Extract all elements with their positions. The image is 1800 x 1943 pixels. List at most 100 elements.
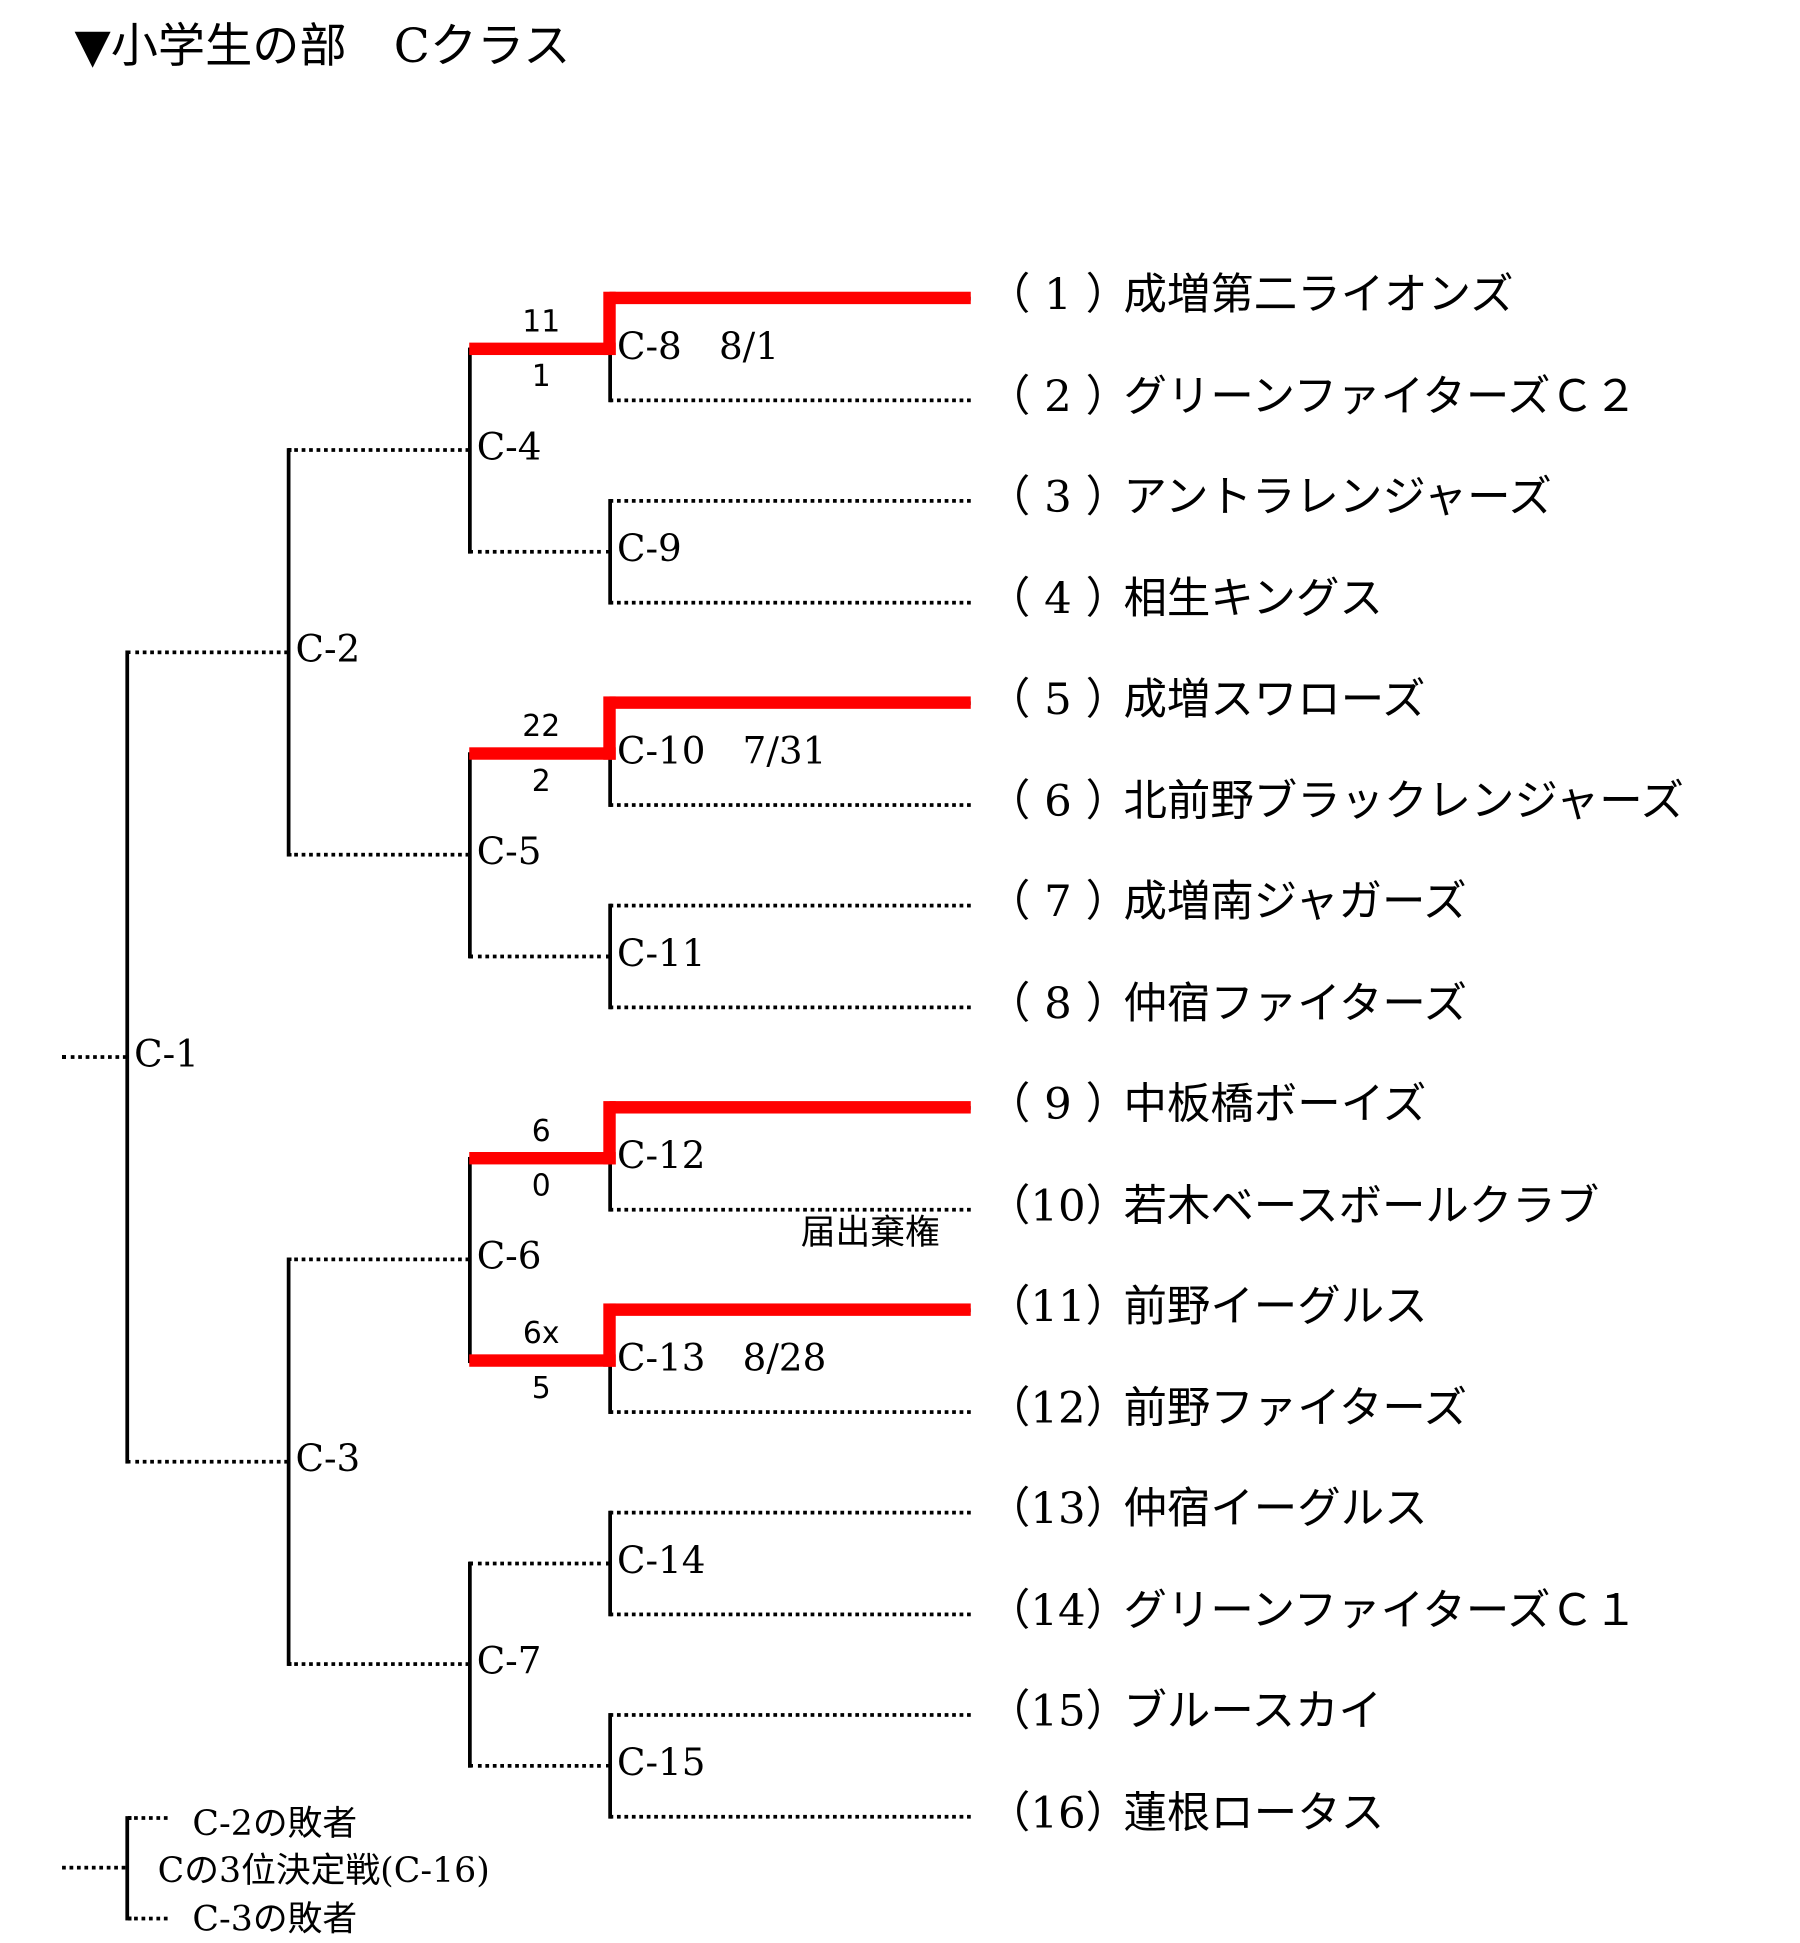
bracket-line (126, 1460, 289, 1464)
score-winner: 6 (531, 1113, 551, 1148)
bracket-line (288, 1257, 470, 1262)
winner-line (609, 696, 971, 709)
team-seed: （11） (986, 1282, 1130, 1333)
bracket-vertical (468, 1156, 472, 1363)
bracket-line (609, 1409, 971, 1414)
team-row: （ 6 ）北前野ブラックレンジャーズ (987, 774, 1684, 829)
bracket-line (609, 1814, 971, 1819)
third-place-line-bottom (127, 1916, 168, 1921)
team-name: 若木ベースボールクラブ (1123, 1181, 1600, 1231)
bracket-line (469, 1561, 610, 1566)
team-name: 北前野ブラックレンジャーズ (1123, 776, 1684, 827)
team-seed: （14） (986, 1585, 1130, 1636)
team-row: （ 5 ）成増スワローズ (987, 673, 1426, 728)
team-row: （ 3 ）アントラレンジャーズ (987, 470, 1552, 525)
bracket-line (609, 903, 971, 908)
bracket-vertical (125, 650, 130, 1464)
team-row: （ 4 ）相生キングス (987, 572, 1383, 627)
bracket-line (609, 1713, 971, 1717)
winner-advance-line (469, 342, 616, 355)
team-row: （ 8 ）仲宿ファイターズ (987, 976, 1467, 1031)
team-seed: （ 7 ） (986, 877, 1130, 928)
score-winner: 22 (522, 708, 561, 744)
match-label: C-1 (134, 1033, 199, 1077)
team-name: 蓮根ロータス (1123, 1788, 1385, 1838)
team-name: グリーンファイターズＣ２ (1123, 371, 1638, 422)
team-row: （ 9 ）中板橋ボーイズ (987, 1078, 1426, 1133)
bracket-line (609, 499, 971, 503)
bracket-line (469, 1763, 610, 1768)
team-name: アントラレンジャーズ (1123, 472, 1552, 523)
match-label: C-3 (295, 1437, 361, 1482)
match-label: C-7 (476, 1640, 542, 1684)
team-seed: （10） (986, 1181, 1130, 1231)
team-seed: （ 8 ） (986, 978, 1130, 1029)
team-name: グリーンファイターズＣ１ (1123, 1585, 1638, 1636)
winner-advance-line (469, 1354, 616, 1367)
match-label: C-14 (616, 1539, 706, 1583)
bracket-vertical (608, 499, 613, 604)
team-name: 成増南ジャガーズ (1123, 877, 1467, 928)
bracket-line-final (62, 1055, 127, 1060)
bracket-line (609, 802, 971, 807)
bracket-line (609, 1611, 971, 1616)
team-row: （15）ブルースカイ (987, 1685, 1382, 1740)
bracket-line (288, 448, 470, 453)
bracket-line (469, 954, 610, 959)
team-name: 成増第二ライオンズ (1123, 270, 1514, 321)
team-name: 中板橋ボーイズ (1123, 1080, 1427, 1130)
team-row: （ 1 ）成増第二ライオンズ (987, 268, 1514, 323)
page-title: ▼小学生の部 Cクラス (74, 18, 571, 74)
third-place-line-top (127, 1816, 168, 1820)
match-label: C-12 (616, 1134, 706, 1178)
match-label: C-2 (295, 628, 361, 672)
bracket-vertical (608, 903, 613, 1009)
match-label: C-8 8/1 (616, 324, 779, 369)
score-winner: 11 (522, 303, 561, 339)
winner-line (609, 1101, 971, 1114)
bracket-line (126, 650, 289, 655)
team-seed: （16） (986, 1788, 1130, 1838)
bracket-vertical (608, 1510, 613, 1616)
third-place-bracket-vertical (125, 1816, 130, 1921)
bracket-line (609, 1510, 971, 1515)
team-name: 前野ファイターズ (1123, 1383, 1468, 1434)
match-label: C-11 (616, 931, 706, 976)
team-row: （12）前野ファイターズ (987, 1381, 1467, 1436)
third-place-bottom-label: C-3の敗者 (192, 1898, 358, 1940)
score-loser: 0 (531, 1167, 551, 1203)
bracket-line (609, 1207, 971, 1211)
team-seed: （ 3 ） (986, 472, 1130, 523)
team-row: （11）前野イーグルス (987, 1280, 1428, 1335)
match-label: C-13 8/28 (616, 1336, 827, 1381)
winner-advance-line (469, 747, 616, 760)
team-name: 仲宿ファイターズ (1123, 978, 1468, 1029)
team-row: （ 7 ）成増南ジャガーズ (987, 875, 1467, 930)
score-loser: 1 (531, 358, 551, 394)
team-seed: （15） (986, 1687, 1130, 1737)
winner-line-vertical (603, 1101, 616, 1165)
winner-line-vertical (603, 696, 616, 760)
third-place-line-out (62, 1865, 126, 1870)
team-name: 仲宿イーグルス (1123, 1484, 1428, 1535)
winner-line (609, 291, 971, 305)
forfeit-note: 届出棄権 (800, 1211, 940, 1253)
team-seed: （ 1 ） (986, 270, 1130, 321)
score-winner: 6x (522, 1315, 560, 1351)
bracket-line (288, 1662, 470, 1667)
third-place-title: Cの3位決定戦(C-16) (157, 1849, 490, 1891)
bracket-vertical (608, 1713, 613, 1819)
score-loser: 2 (531, 763, 551, 798)
bracket-vertical (286, 448, 291, 857)
winner-line-vertical (603, 1303, 616, 1367)
score-loser: 5 (531, 1370, 551, 1405)
team-seed: （ 4 ） (986, 574, 1130, 624)
team-name: ブルースカイ (1123, 1687, 1382, 1737)
team-row: （10）若木ベースボールクラブ (987, 1179, 1599, 1234)
winner-advance-line (469, 1151, 616, 1165)
winner-line-vertical (603, 291, 616, 355)
team-row: （13）仲宿イーグルス (987, 1482, 1428, 1537)
bracket-line (288, 853, 470, 857)
team-seed: （ 6 ） (986, 776, 1130, 827)
